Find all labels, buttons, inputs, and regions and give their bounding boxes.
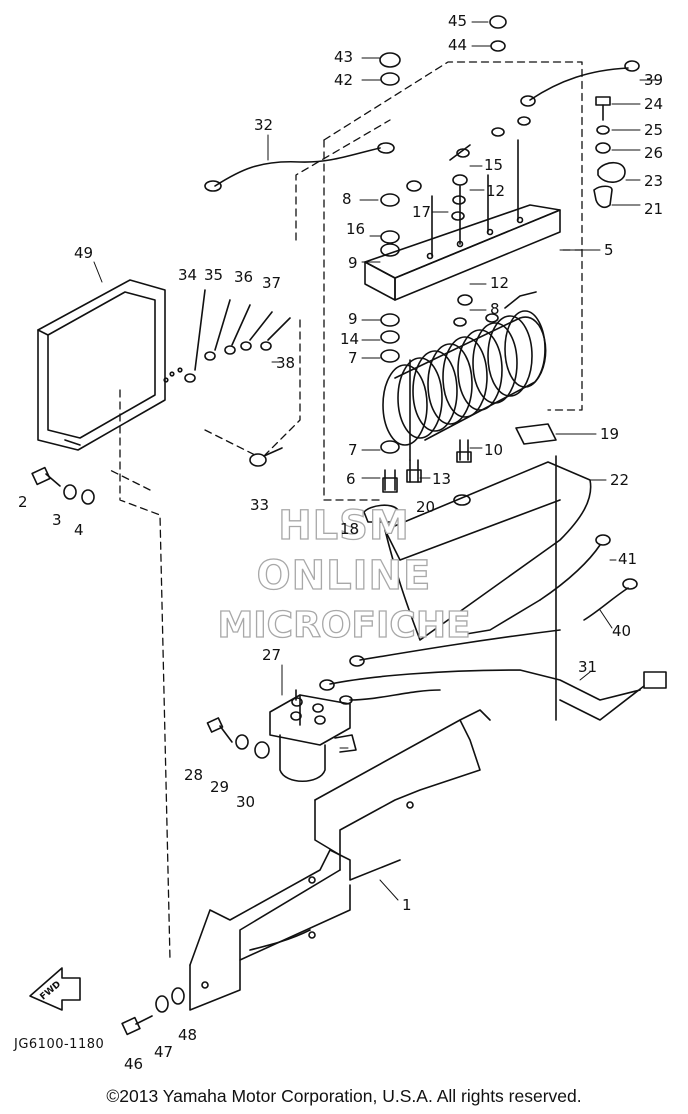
callout-48: 48	[178, 1026, 198, 1044]
callout-9-lower: 9	[348, 310, 358, 328]
terminal-plate	[364, 204, 561, 301]
callout-12-lower: 12	[490, 274, 510, 292]
callout-45: 45	[448, 12, 468, 30]
callout-15: 15	[484, 156, 504, 174]
callout-21: 21	[644, 200, 664, 218]
callout-47: 47	[154, 1043, 174, 1061]
callout-8: 8	[342, 190, 352, 208]
display-box-49	[37, 279, 166, 451]
fasteners-left	[31, 466, 95, 505]
terminal-33	[249, 447, 283, 467]
callout-24: 24	[644, 95, 664, 113]
resistor-coil	[382, 291, 547, 446]
callout-44: 44	[448, 36, 468, 54]
callout-40: 40	[612, 622, 632, 640]
cables-40-41	[459, 534, 638, 636]
watermark-line-2: ONLINE	[256, 552, 432, 599]
callout-8-lower: 8	[490, 300, 500, 318]
callout-7-lower: 7	[348, 441, 358, 459]
callout-35: 35	[204, 266, 224, 284]
wires-34-38	[163, 289, 291, 383]
callout-30: 30	[236, 793, 256, 811]
callout-4: 4	[74, 521, 84, 539]
callout-2: 2	[18, 493, 28, 511]
callout-13: 13	[432, 470, 452, 488]
dashed-leaders-left	[109, 319, 301, 961]
callout-32: 32	[254, 116, 274, 134]
callout-46: 46	[124, 1055, 144, 1073]
callout-17: 17	[412, 203, 432, 221]
callout-43: 43	[334, 48, 354, 66]
callout-12-upper: 12	[486, 182, 506, 200]
leader-lines	[93, 21, 661, 901]
callout-26: 26	[644, 144, 664, 162]
callout-49: 49	[74, 244, 94, 262]
callout-14: 14	[340, 330, 360, 348]
cable-32	[204, 142, 395, 192]
callout-41: 41	[618, 550, 638, 568]
bracket-fasteners	[121, 987, 185, 1036]
callout-39: 39	[644, 71, 664, 89]
callout-31: 31	[578, 658, 598, 676]
callout-16: 16	[346, 220, 366, 238]
callout-25: 25	[644, 121, 664, 139]
washers-left-stack	[380, 180, 422, 454]
solenoid-27	[269, 689, 357, 782]
callout-36: 36	[234, 268, 254, 286]
diagram-code: JG6100-1180	[14, 1037, 105, 1052]
caps-top	[379, 15, 507, 86]
solenoid-fasteners	[206, 717, 270, 759]
main-bracket-1	[189, 709, 491, 1011]
callout-23: 23	[644, 172, 664, 190]
callout-19: 19	[600, 425, 620, 443]
callout-42: 42	[334, 71, 354, 89]
callout-3: 3	[52, 511, 62, 529]
callout-22: 22	[610, 471, 630, 489]
cable-39	[520, 60, 640, 107]
bolts-lower	[382, 359, 472, 493]
cover-22	[363, 461, 592, 641]
callout-20: 20	[416, 498, 436, 516]
callout-38: 38	[276, 354, 296, 372]
callout-7-upper: 7	[348, 349, 358, 367]
bracket-19	[515, 423, 557, 445]
callout-33: 33	[250, 496, 270, 514]
callout-29: 29	[210, 778, 230, 796]
callout-18: 18	[340, 520, 360, 538]
fwd-arrow-icon	[29, 967, 81, 1011]
parts-right-column	[593, 96, 626, 208]
callout-28: 28	[184, 766, 204, 784]
assembly-dashed-box	[295, 61, 583, 501]
callout-10: 10	[484, 441, 504, 459]
callout-27: 27	[262, 646, 282, 664]
watermark-line-3: MICROFICHE	[217, 604, 471, 646]
callout-34: 34	[178, 266, 198, 284]
cables-solenoid	[319, 455, 667, 721]
callout-37: 37	[262, 274, 282, 292]
callout-9-upper: 9	[348, 254, 358, 272]
callout-5: 5	[604, 241, 614, 259]
copyright-notice: ©2013 Yamaha Motor Corporation, U.S.A. A…	[106, 1086, 582, 1106]
callout-6: 6	[346, 470, 356, 488]
callout-1: 1	[402, 896, 412, 914]
watermark-line-1: HLSM	[278, 502, 410, 549]
terminal-posts	[431, 116, 531, 257]
